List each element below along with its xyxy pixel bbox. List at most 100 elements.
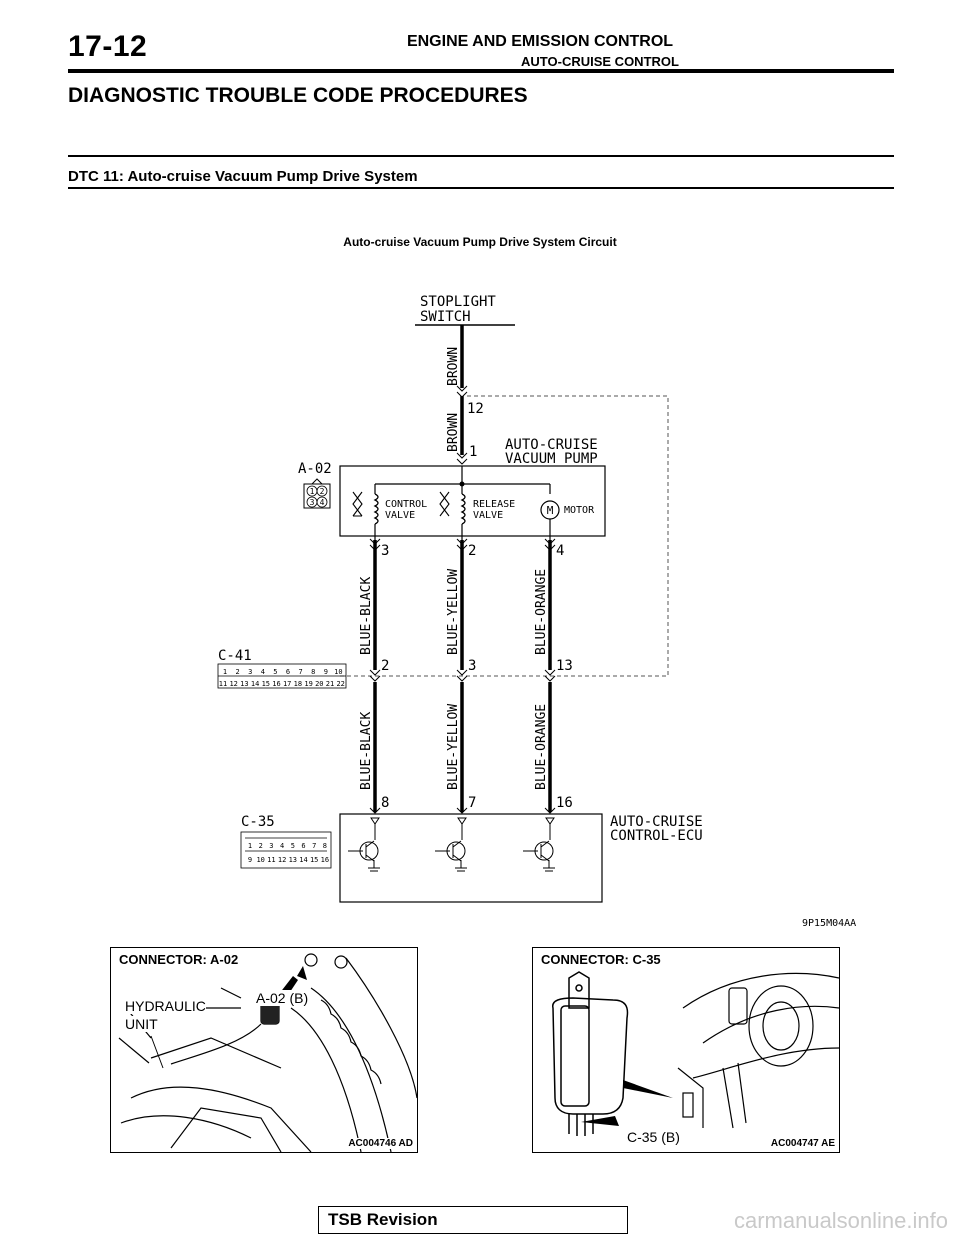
ecu-box	[339, 813, 603, 903]
release-valve-label-2: VALVE	[473, 510, 503, 521]
connector-pin: 14	[299, 856, 307, 864]
hydraulic-unit-label-1: HYDRAULIC	[125, 998, 206, 1014]
pin-label: 4	[556, 543, 564, 559]
connector-pin: 13	[240, 680, 248, 688]
c35-label: C-35	[241, 814, 275, 830]
pin-label: 3	[468, 658, 476, 674]
ecu-label-1: AUTO-CRUISE	[610, 814, 703, 830]
tsb-revision-box: TSB Revision	[318, 1206, 628, 1234]
c35-callout: C-35 (B)	[627, 1129, 680, 1145]
a02-label: A-02	[298, 461, 332, 477]
motor-label: MOTOR	[564, 505, 595, 516]
wire-label: BLUE-BLACK	[359, 577, 374, 655]
wire-label: BROWN	[446, 413, 461, 452]
connector-pin: 4	[280, 842, 284, 850]
engine-bay-illustration	[118, 953, 417, 1152]
pump-label-1: AUTO-CRUISE	[505, 437, 598, 453]
connector-pin: 1	[248, 842, 252, 850]
wire-label: BLUE-YELLOW	[446, 704, 461, 790]
photo-connector-a02: CONNECTOR: A-02 HYDRAULIC UNIT A-02 (B) …	[110, 947, 418, 1153]
a02-pin: 4	[320, 498, 325, 507]
connector-pin: 4	[261, 668, 265, 676]
pin-label: 12	[467, 401, 484, 417]
pin-label: 8	[381, 795, 389, 811]
connector-pin: 8	[311, 668, 315, 676]
chapter-title: ENGINE AND EMISSION CONTROL	[406, 33, 674, 50]
connector-pin: 13	[289, 856, 297, 864]
wire-label: BLUE-YELLOW	[446, 569, 461, 655]
connector-pin: 10	[334, 668, 342, 676]
pin-label: 3	[381, 543, 389, 559]
figure-code: 9P15M04AA	[802, 918, 856, 929]
connector-pin: 16	[272, 680, 280, 688]
wire-label: BLUE-ORANGE	[534, 704, 549, 790]
photo-code: AC004747 AE	[770, 1138, 835, 1149]
stoplight-label-1: STOPLIGHT	[420, 294, 496, 310]
tsb-revision-label: TSB Revision	[328, 1210, 438, 1229]
photo-connector-c35: CONNECTOR: C-35 C-35 (B) AC004747 AE	[532, 947, 840, 1153]
dashboard-illustration	[552, 971, 839, 1136]
connector-pin: 21	[326, 680, 334, 688]
a02-pin: 1	[310, 487, 315, 496]
c41-connector-face	[217, 663, 347, 689]
a02-connector-face	[303, 478, 331, 509]
connector-pin: 5	[291, 842, 295, 850]
connector-pin: 19	[304, 680, 312, 688]
connector-pin: 17	[283, 680, 291, 688]
connector-pin: 2	[235, 668, 239, 676]
connector-pin: 9	[248, 856, 252, 864]
connector-pin: 18	[294, 680, 302, 688]
dtc-rule-bottom	[68, 187, 894, 189]
connector-pin: 12	[278, 856, 286, 864]
dtc-title: DTC 11: Auto-cruise Vacuum Pump Drive Sy…	[68, 168, 418, 185]
connector-pin: 8	[323, 842, 327, 850]
connector-pin: 6	[286, 668, 290, 676]
connector-pin: 15	[310, 856, 318, 864]
connector-pin: 1	[223, 668, 227, 676]
connector-pin: 10	[256, 856, 264, 864]
connector-pin: 11	[267, 856, 275, 864]
pin-label: 16	[556, 795, 573, 811]
connector-pin: 3	[269, 842, 273, 850]
dtc-rule-top	[68, 155, 894, 157]
control-valve-label-1: CONTROL	[385, 499, 427, 510]
dashed-frame	[340, 395, 669, 677]
page-number: 17-12	[68, 30, 148, 63]
pin-label: 13	[556, 658, 573, 674]
header-rule	[68, 69, 894, 73]
pin-label: 2	[468, 543, 476, 559]
connector-pin: 7	[298, 668, 302, 676]
c35-connector-face	[240, 831, 332, 869]
a02-callout: A-02 (B)	[256, 990, 309, 1006]
stoplight-label-2: SWITCH	[420, 309, 471, 325]
section-title: DIAGNOSTIC TROUBLE CODE PROCEDURES	[68, 84, 528, 107]
connector-pin: 22	[336, 680, 344, 688]
wire-label: BLUE-BLACK	[359, 712, 374, 790]
wire-label: BROWN	[446, 347, 461, 386]
site-watermark[interactable]: carmanualsonline.info	[733, 1208, 948, 1233]
connector-pin: 16	[321, 856, 329, 864]
photo-code: AC004746 AD	[348, 1138, 413, 1149]
connector-pin: 12	[229, 680, 237, 688]
pin-label: 2	[381, 658, 389, 674]
connector-pin: 15	[262, 680, 270, 688]
connector-pin: 5	[273, 668, 277, 676]
connector-pin: 6	[301, 842, 305, 850]
pump-box	[339, 465, 606, 537]
photo-heading: CONNECTOR: A-02	[119, 952, 239, 967]
c41-label: C-41	[218, 648, 252, 664]
figure-title: Auto-cruise Vacuum Pump Drive System Cir…	[343, 235, 617, 249]
connector-pin: 2	[259, 842, 263, 850]
motor-symbol: M	[547, 504, 554, 517]
pin-label: 7	[468, 795, 476, 811]
photo-heading: CONNECTOR: C-35	[541, 952, 661, 967]
connector-pin: 20	[315, 680, 323, 688]
connector-pin: 11	[219, 680, 227, 688]
control-valve-label-2: VALVE	[385, 510, 415, 521]
connector-pin: 3	[248, 668, 252, 676]
wire-label: BLUE-ORANGE	[534, 569, 549, 655]
pump-label-2: VACUUM PUMP	[505, 451, 598, 467]
pin-label: 1	[469, 444, 477, 460]
connector-pin: 14	[251, 680, 259, 688]
